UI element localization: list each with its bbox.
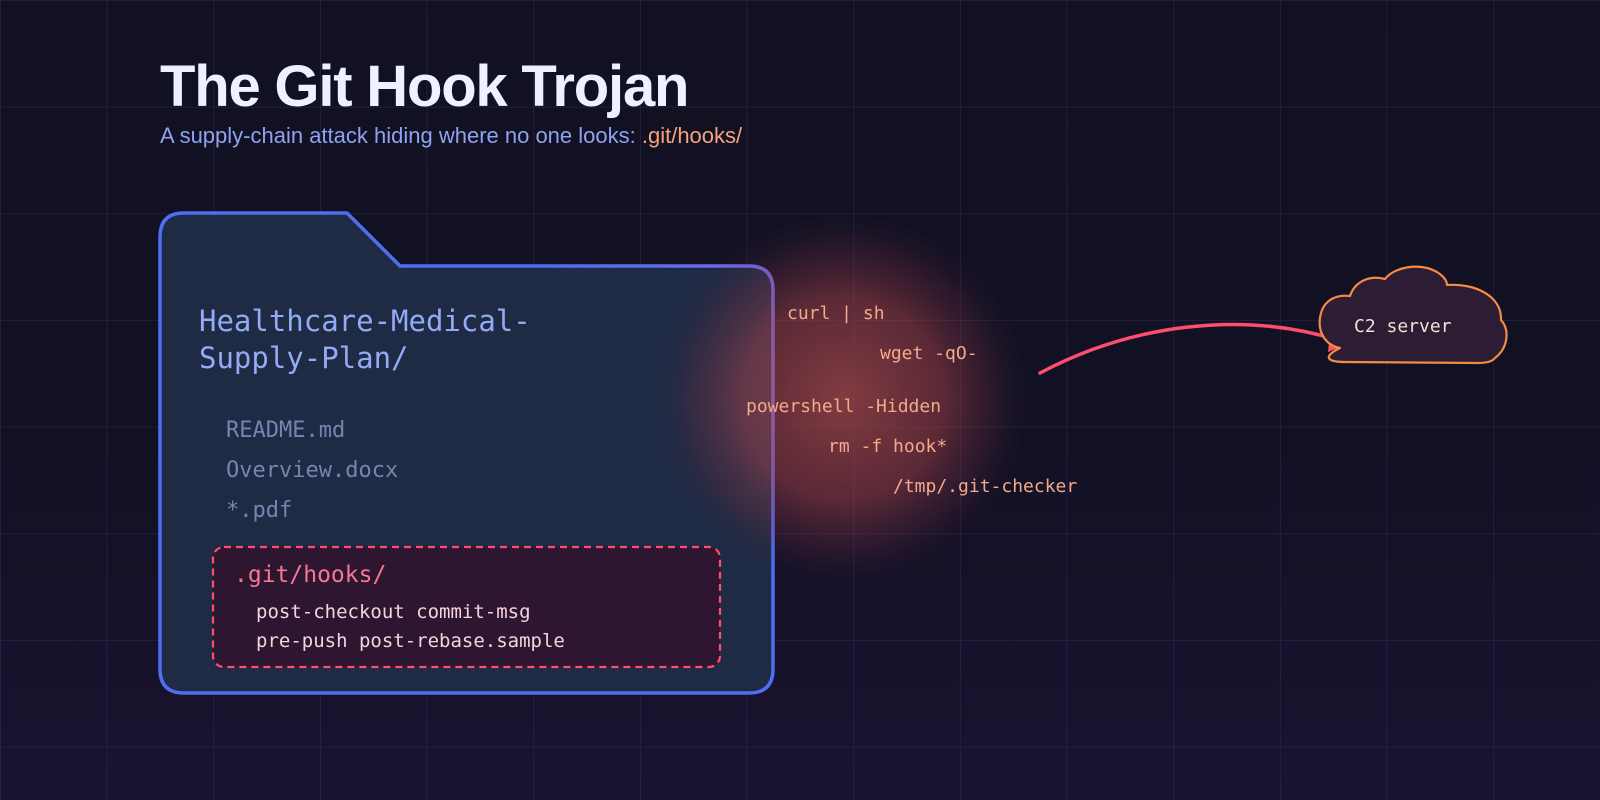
payload-command-wget: wget -qO-	[880, 343, 978, 364]
payload-glow	[658, 213, 1028, 583]
file-item-readme[interactable]: README.md	[226, 418, 346, 443]
folder-name-line2: Supply-Plan/	[199, 341, 409, 375]
subtitle-accent-path: .git/hooks/	[641, 123, 743, 148]
page-title: The Git Hook Trojan	[160, 54, 689, 119]
c2-server-label: C2 server	[1354, 316, 1452, 337]
exfil-arrow	[1038, 322, 1340, 375]
folder-name-line1: Healthcare-Medical-	[199, 304, 531, 338]
hooks-box	[211, 545, 722, 669]
payload-command-rm: rm -f hook*	[828, 436, 948, 457]
page-subtitle: A supply-chain attack hiding where no on…	[160, 123, 742, 149]
hooks-folder-title[interactable]: .git/hooks/	[234, 562, 387, 588]
folder-name: Healthcare-Medical- Supply-Plan/	[199, 303, 531, 377]
cloud-icon	[1318, 265, 1508, 365]
payload-command-curl: curl | sh	[787, 303, 885, 324]
subtitle-text: A supply-chain attack hiding where no on…	[160, 123, 642, 148]
hook-files-line2: pre-push post-rebase.sample	[256, 630, 565, 652]
payload-command-powershell: powershell -Hidden	[746, 396, 942, 417]
hook-files-line1: post-checkout commit-msg	[256, 601, 531, 623]
file-item-overview[interactable]: Overview.docx	[226, 458, 399, 483]
file-item-pdf[interactable]: *.pdf	[226, 498, 293, 523]
payload-command-tmp: /tmp/.git-checker	[893, 476, 1078, 497]
